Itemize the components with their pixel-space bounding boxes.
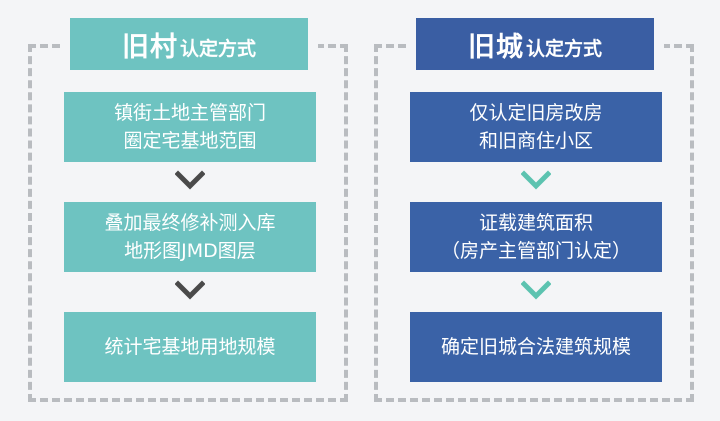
city-step-1: 仅认定旧房改房 和旧商住小区	[410, 92, 662, 162]
city-step-3: 确定旧城合法建筑规模	[410, 312, 662, 382]
village-step-3: 统计宅基地用地规模	[64, 312, 316, 382]
village-step-1: 镇街土地主管部门 圈定宅基地范围	[64, 92, 316, 162]
header-main-title: 旧村	[121, 31, 178, 63]
village-panel: 旧村 认定方式 镇街土地主管部门 圈定宅基地范围 叠加最终修补测入库 地形图JM…	[28, 0, 348, 421]
step-line: 和旧商住小区	[478, 130, 593, 152]
village-step-2: 叠加最终修补测入库 地形图JMD图层	[64, 202, 316, 272]
header-sub-title: 认定方式	[525, 37, 602, 60]
step-line: 圈定宅基地范围	[123, 130, 257, 152]
city-step-2: 证载建筑面积 （房产主管部门认定）	[410, 202, 662, 272]
chevron-down-icon	[521, 170, 551, 192]
header-main-title: 旧城	[467, 31, 524, 63]
village-header: 旧村 认定方式	[70, 18, 308, 70]
city-panel: 旧城 认定方式 仅认定旧房改房 和旧商住小区 证载建筑面积 （房产主管部门认定）…	[374, 0, 694, 421]
chevron-down-icon	[175, 280, 205, 302]
step-line: 地形图JMD图层	[124, 240, 256, 262]
chevron-down-icon	[175, 170, 205, 192]
city-header: 旧城 认定方式	[416, 18, 654, 70]
step-line: （房产主管部门认定）	[440, 240, 631, 262]
step-line: 镇街土地主管部门	[113, 102, 266, 124]
step-line: 确定旧城合法建筑规模	[440, 336, 631, 358]
step-line: 仅认定旧房改房	[469, 102, 603, 124]
step-line: 叠加最终修补测入库	[104, 212, 276, 234]
header-sub-title: 认定方式	[179, 37, 256, 60]
step-line: 证载建筑面积	[478, 212, 593, 234]
chevron-down-icon	[521, 280, 551, 302]
step-line: 统计宅基地用地规模	[104, 336, 276, 358]
